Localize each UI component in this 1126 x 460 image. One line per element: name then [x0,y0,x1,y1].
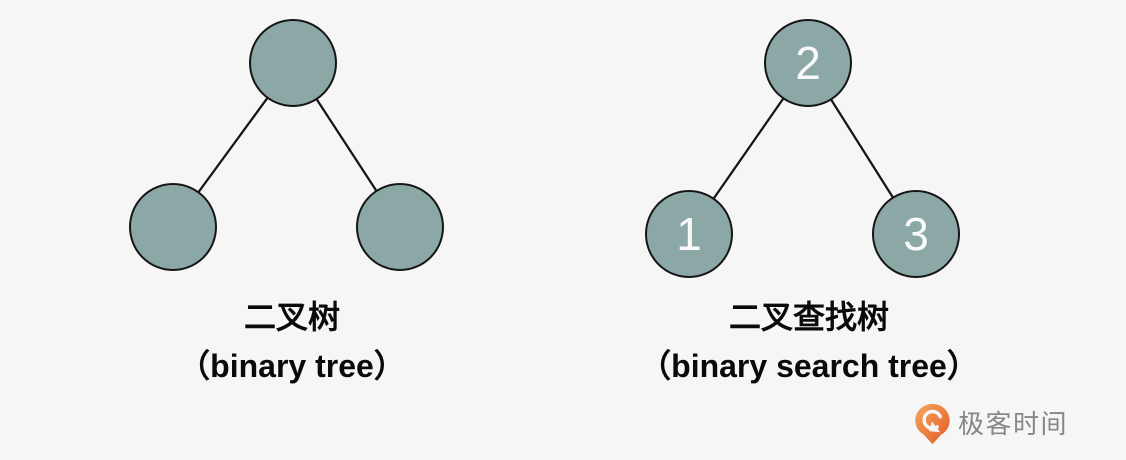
bst-right-node: 3 [872,190,960,278]
binary-tree-caption: 二叉树 （binary tree） [178,293,406,391]
bst-left-node: 1 [645,190,733,278]
geektime-pin-icon [915,403,950,445]
geektime-logo-text: 极客时间 [957,409,1068,439]
bst-caption-zh: 二叉查找树 [728,299,889,335]
node-value: 1 [676,208,702,260]
binary-tree-root-node [249,19,337,107]
bst-caption-en: （binary search tree） [639,348,979,384]
binary-tree-caption-en: （binary tree） [178,348,406,384]
node-value: 3 [903,208,929,260]
bst-caption: 二叉查找树 （binary search tree） [639,293,979,391]
binary-tree-left-node [129,183,217,271]
node-value: 2 [795,37,821,89]
bst-root-node: 2 [764,19,852,107]
geektime-logo: 极客时间 [914,403,1068,445]
binary-tree-right-node [356,183,444,271]
binary-tree-caption-zh: 二叉树 [243,299,341,335]
